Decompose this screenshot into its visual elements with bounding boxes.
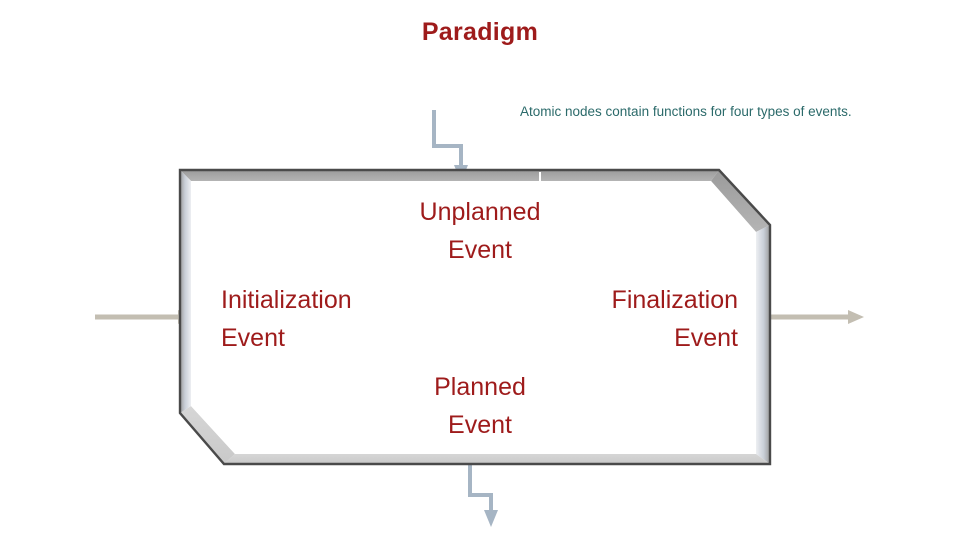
bottom-output-arrow — [468, 457, 498, 527]
label-finalization-event: Finalization Event — [611, 286, 738, 352]
annotation-text: Atomic nodes contain functions for four … — [520, 104, 852, 119]
top-border-notch — [539, 172, 541, 183]
label-unplanned-event: Unplanned Event — [419, 198, 541, 264]
right-output-arrow — [765, 310, 864, 324]
label-initialization-event: Initialization Event — [221, 286, 352, 352]
atomic-node-shape[interactable] — [178, 168, 772, 466]
page-title: Paradigm — [421, 18, 539, 46]
label-planned-event: Planned Event — [434, 373, 526, 439]
